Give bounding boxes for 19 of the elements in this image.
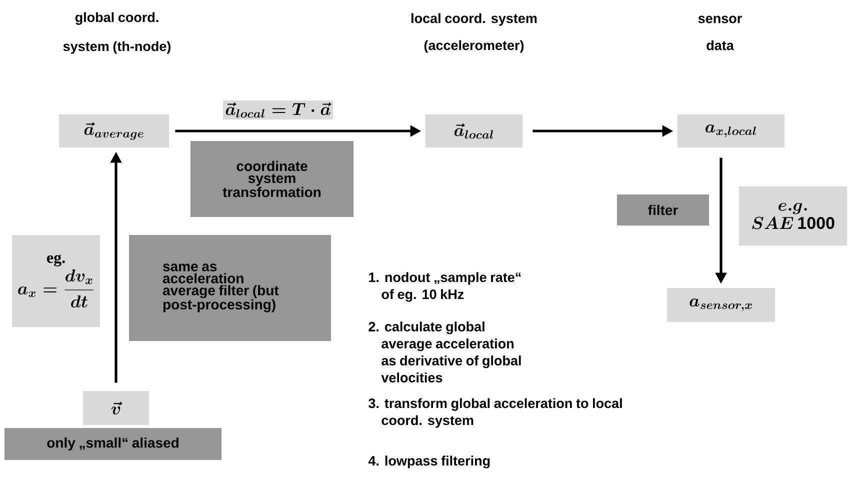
note-box: same as acceleration average filter (but post-processing) xyxy=(129,235,331,341)
formula-box: $\vec{a}_{average}$ xyxy=(59,114,169,148)
note-box: only „small“ aliased xyxy=(4,428,222,460)
heading: sensor data xyxy=(698,16,742,50)
formula-box: $\vec{v}$ xyxy=(83,391,149,425)
formula-box: eg. $a_x = \frac{dv_x}{dt}$ xyxy=(12,235,100,327)
formula-box: $a_{sensor,x}$ xyxy=(667,288,775,322)
note-text: 2. calculate global average acceleration as derivative of global velocities xyxy=(368,322,521,382)
heading: global coord. system (th-node) xyxy=(63,12,170,54)
formula-box: $e.g.$ $SAE\ \mathrm{1000}$ xyxy=(739,186,847,246)
formula-box: $\vec{a}_{local}$ xyxy=(426,114,522,148)
note-text: 1. nodout „sample rate“ of eg. 10 kHz xyxy=(369,272,521,302)
process-box: coordinate system transformation xyxy=(190,141,354,217)
heading: local coord. system (accelerometer) xyxy=(412,13,537,53)
formula-box: $a_{x,local}$ xyxy=(678,114,784,148)
edge-label: $\vec{a}_{local} = T \cdot \vec{a}$ xyxy=(223,100,333,120)
process-box: filter xyxy=(617,194,709,226)
note-text: 4. lowpass filtering xyxy=(368,456,490,468)
note-text: 3. transform global acceleration to local coord. system xyxy=(368,398,622,428)
